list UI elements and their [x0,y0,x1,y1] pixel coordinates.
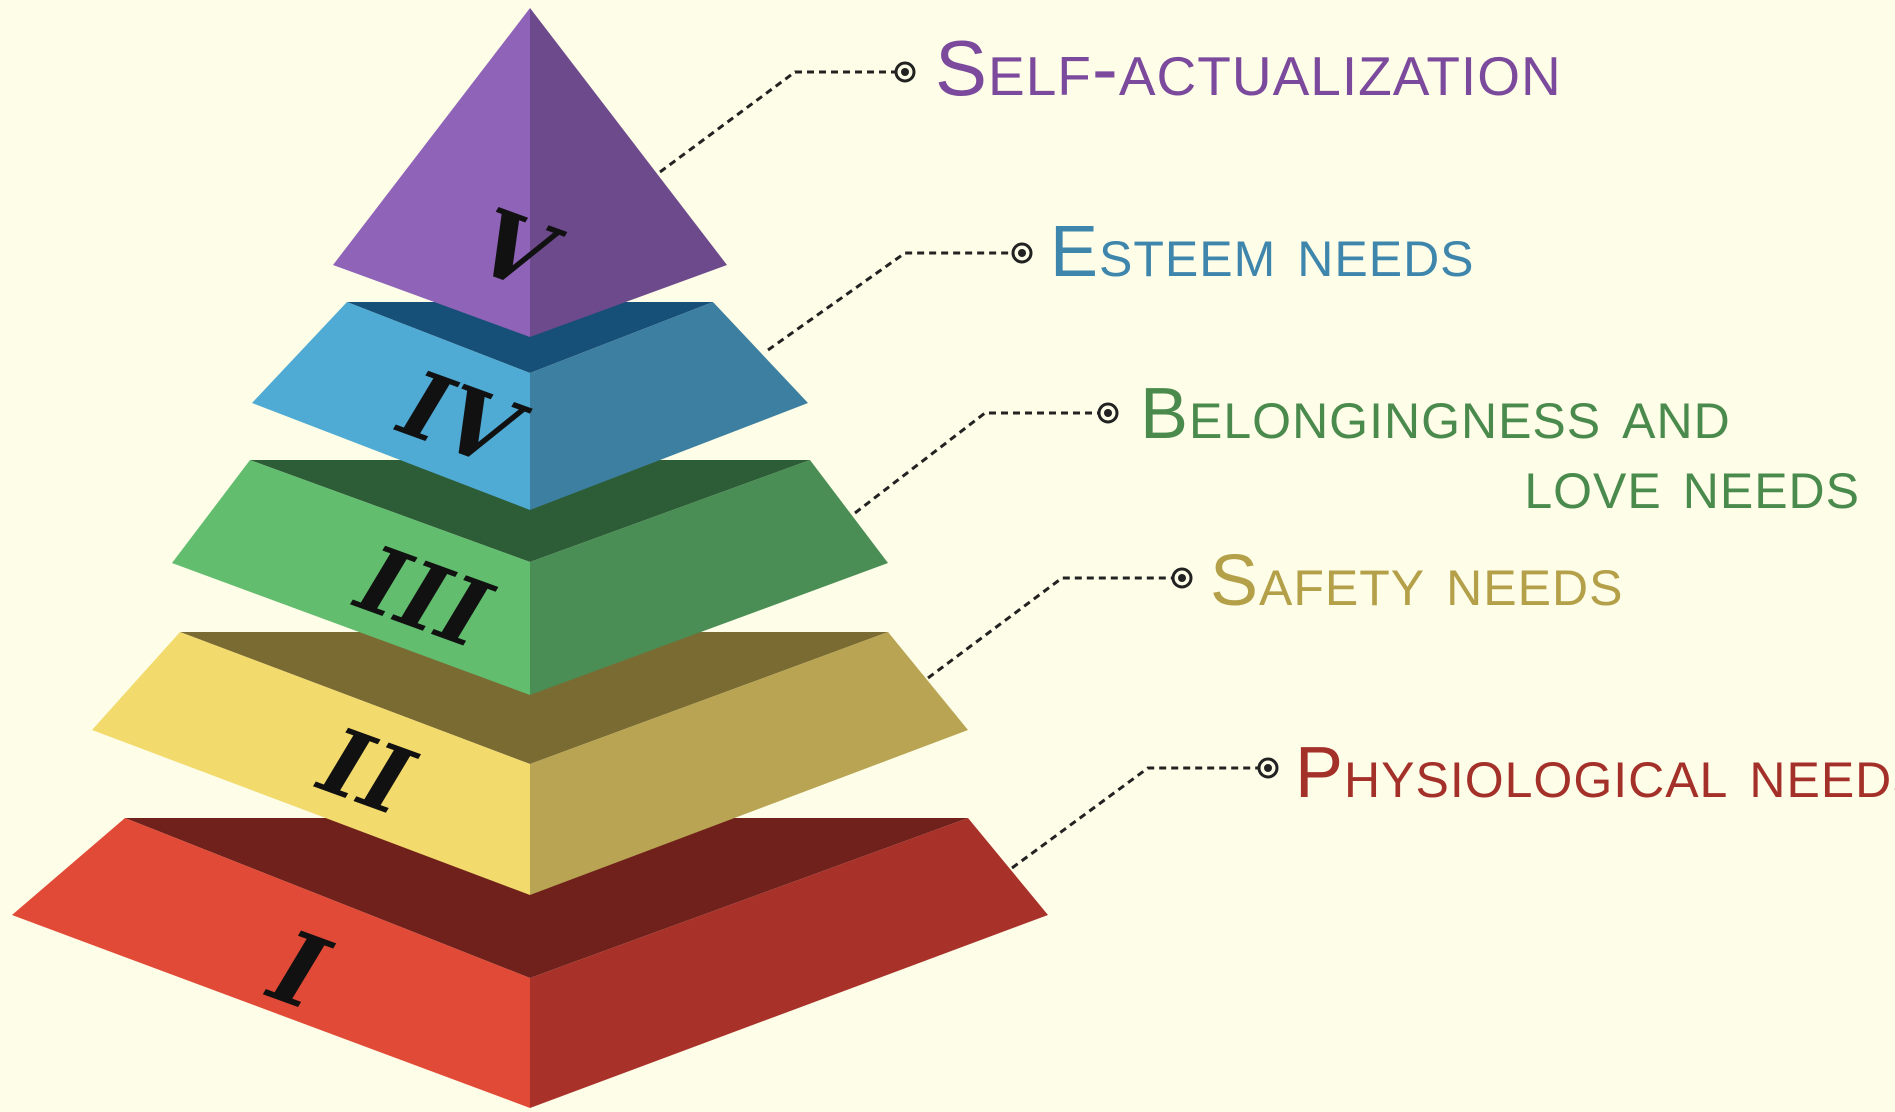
tier-left-face [252,302,530,510]
tier-iv: IV [252,302,808,510]
tier-left-face [92,632,530,895]
leader-line [767,251,1022,352]
tier-right-face [530,818,1048,1108]
leader-dot-center [901,68,909,76]
tier-i: I [12,818,1048,1108]
leader-dot-center [1018,249,1026,257]
leader-line [1011,766,1268,870]
leader-line [659,70,905,174]
tier-label: love needs [1524,444,1860,524]
leader-dot-center [1264,764,1272,772]
tier-right-face [530,302,808,510]
leader-dot-center [1104,409,1112,417]
leader-lines [659,61,1279,870]
tier-top-face [180,632,888,764]
leader-dot-center [1178,574,1186,582]
tier-label: Self-actualization [935,24,1562,112]
tier-label: Safety needs [1210,541,1623,621]
tier-right-face [530,632,968,895]
tier-labels: Physiological needs Safety needs Belonging… [935,24,1895,813]
tier-top-face [250,460,810,562]
tier-label: Belongingness and [1140,374,1731,454]
tier-top-face [125,818,968,978]
tier-left-face [172,460,530,695]
tier-v: V [333,8,727,337]
tier-left-face [12,818,530,1108]
tier-label: Physiological needs [1295,733,1895,813]
tier-ii: II [92,632,968,895]
tier-top-face [347,302,713,373]
tier-label: Esteem needs [1050,212,1475,292]
tier-right-face [530,8,727,337]
tier-right-face [530,460,888,695]
tier-iii: III [172,460,888,695]
leader-line [927,576,1182,680]
tier-left-face [333,8,530,337]
leader-line [854,411,1108,515]
